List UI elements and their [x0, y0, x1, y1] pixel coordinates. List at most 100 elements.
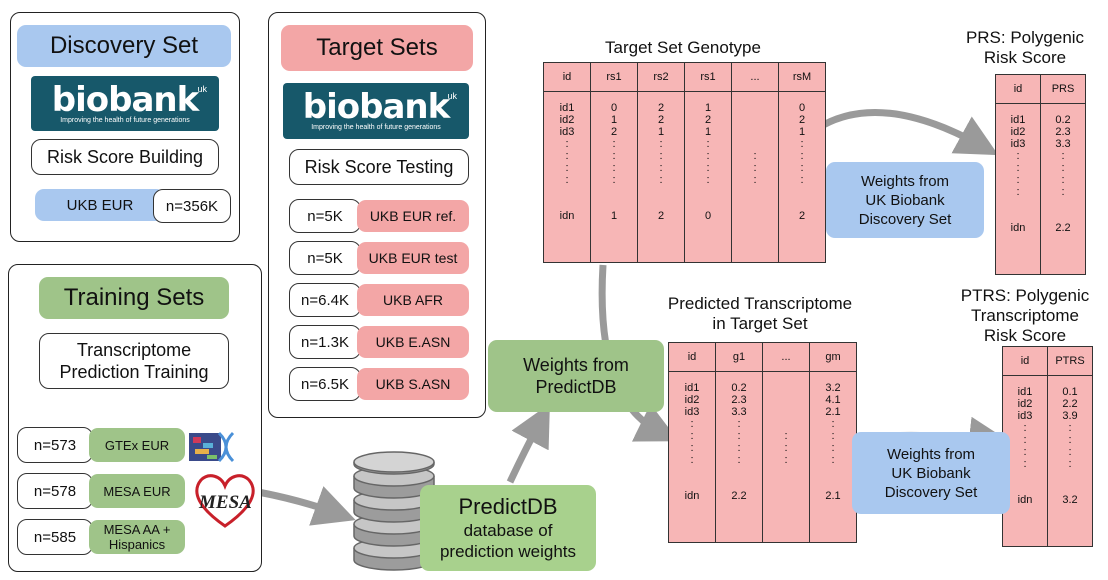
table-cell: 3.3 — [731, 406, 747, 418]
table-cell: 4.1 — [825, 394, 841, 406]
table-cell: : — [737, 442, 741, 454]
table-cell: 2.3 — [731, 394, 747, 406]
cohort-label: MESA AA + Hispanics — [89, 520, 185, 554]
table-cell: id3 — [559, 126, 575, 138]
table-cell: 1 — [657, 126, 665, 138]
cohort-size: n=5K — [289, 199, 361, 233]
table-header: rs1 — [684, 62, 732, 92]
table-cell: : — [737, 430, 741, 442]
table-cell: : — [1023, 446, 1027, 458]
table-cell: id3 — [684, 406, 700, 418]
table-cell: : — [737, 418, 741, 430]
discovery-cohort: UKB EUR — [35, 189, 165, 221]
table-cell: id2 — [1010, 126, 1026, 138]
table-cell: 0.2 — [1055, 114, 1071, 126]
table-cell: : — [800, 150, 804, 162]
table-cell: : — [565, 150, 569, 162]
table-cell: : — [800, 174, 804, 186]
table-cell: : — [690, 430, 694, 442]
table-cell: id2 — [559, 114, 575, 126]
table-cell: : — [706, 150, 710, 162]
target-panel: Target Sets uk biobank Improving the hea… — [268, 12, 486, 418]
table-cell: 0.1 — [1062, 386, 1078, 398]
mesa-logo-text: MESA — [199, 492, 252, 513]
table-header: rsM — [778, 62, 826, 92]
table-cell: 2.2 — [731, 490, 747, 502]
risk-score-testing-label: Risk Score Testing — [289, 149, 469, 185]
table-cell: : — [706, 162, 710, 174]
table-header: rs1 — [590, 62, 638, 92]
table-cell: : — [612, 162, 616, 174]
table-cell: 2 — [704, 114, 712, 126]
table-cell: 3.2 — [825, 382, 841, 394]
table-cell: : — [737, 454, 741, 466]
table-header: id — [1002, 346, 1048, 376]
cohort-size: n=6.5K — [289, 367, 361, 401]
table-cell: : — [1023, 422, 1027, 434]
cohort-size: n=1.3K — [289, 325, 361, 359]
cohort-label: MESA EUR — [89, 474, 185, 508]
cohort-label: UKB EUR test — [357, 242, 469, 274]
table-cell: 0 — [798, 102, 806, 114]
cohort-size: n=573 — [17, 427, 93, 463]
table-cell: : — [831, 430, 835, 442]
table-header: id — [995, 74, 1041, 104]
table-cell: : — [1016, 174, 1020, 186]
table-cell: 1 — [798, 126, 806, 138]
table-cell: : — [800, 162, 804, 174]
arrow-training-to-db — [257, 486, 356, 526]
table-cell: : — [784, 454, 788, 466]
biobank-logo: uk biobank Improving the health of futur… — [283, 83, 469, 139]
table-cell: : — [659, 138, 663, 150]
table-cell: id3 — [1017, 410, 1033, 422]
table-cell: : — [565, 174, 569, 186]
cohort-label: GTEx EUR — [89, 428, 185, 462]
target-title: Target Sets — [281, 25, 473, 71]
table-cell: : — [690, 442, 694, 454]
table-cell: 1 — [610, 210, 618, 222]
genotype-title: Target Set Genotype — [605, 38, 761, 57]
discovery-title: Discovery Set — [17, 25, 231, 67]
table-cell: : — [831, 418, 835, 430]
table-cell: : — [1061, 150, 1065, 162]
table-header: gm — [809, 342, 857, 372]
table-cell: 2 — [657, 102, 665, 114]
table-cell: 1 — [610, 114, 618, 126]
arrow-db-to-weights — [506, 403, 550, 484]
table-cell: id3 — [1010, 138, 1026, 150]
table-cell: 0 — [610, 102, 618, 114]
table-cell: 2 — [657, 114, 665, 126]
cohort-size: n=5K — [289, 241, 361, 275]
discovery-panel: Discovery Set uk biobank Improving the h… — [10, 12, 240, 242]
biobank-logo: uk biobank Improving the health of futur… — [31, 76, 219, 131]
table-cell: : — [1023, 434, 1027, 446]
table-cell: : — [1016, 150, 1020, 162]
cohort-size: n=6.4K — [289, 283, 361, 317]
table-cell: : — [659, 162, 663, 174]
table-header: g1 — [715, 342, 763, 372]
table-cell: 2 — [657, 210, 665, 222]
table-cell: : — [1068, 422, 1072, 434]
table-cell: id1 — [1017, 386, 1033, 398]
table-cell: 2.1 — [825, 490, 841, 502]
table-cell: : — [612, 150, 616, 162]
table-cell: : — [753, 162, 757, 174]
table-cell: : — [565, 162, 569, 174]
mesa-logo: MESA — [189, 470, 261, 530]
gtex-dna-icon — [189, 429, 241, 465]
table-cell: : — [690, 454, 694, 466]
table-cell: : — [706, 138, 710, 150]
table-cell: : — [784, 442, 788, 454]
table-header: rs2 — [637, 62, 685, 92]
table-cell: : — [1023, 458, 1027, 470]
table-cell: 2 — [798, 114, 806, 126]
table-header: id — [668, 342, 716, 372]
cohort-label: UKB AFR — [357, 284, 469, 316]
predictdb-line2: prediction weights — [439, 542, 577, 561]
